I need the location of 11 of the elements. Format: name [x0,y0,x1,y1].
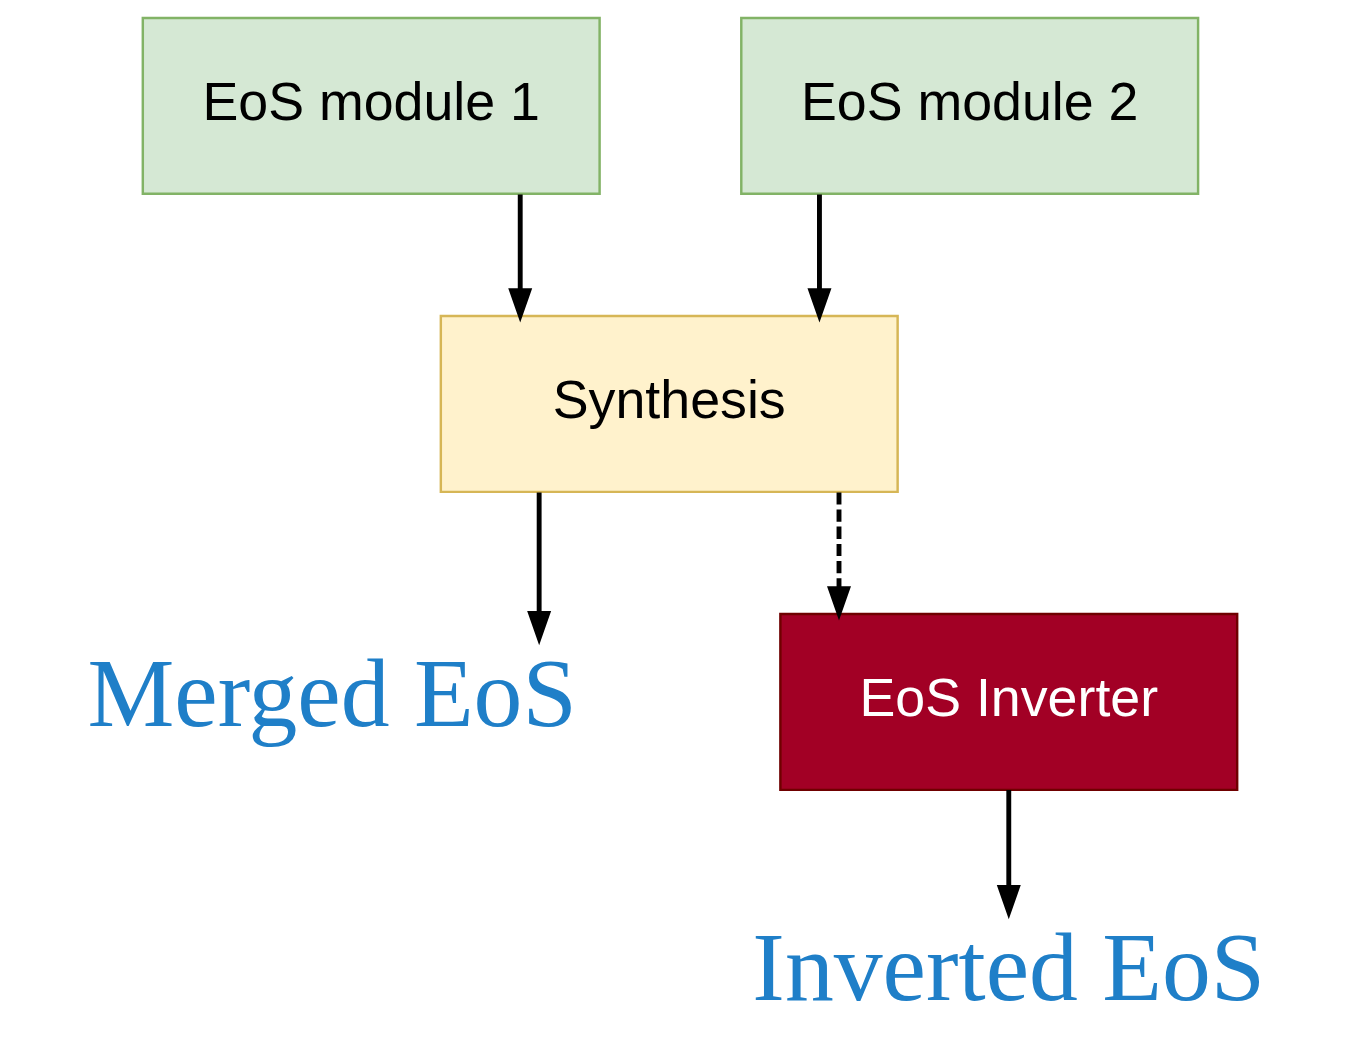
node-box: Synthesis [439,314,899,494]
arrow [996,790,1021,920]
node-box: EoS module 2 [740,16,1200,196]
node-box: EoS module 1 [141,16,601,196]
node-text: Inverted EoS [752,912,1266,1021]
arrow [508,194,533,323]
node-box: EoS Inverter [779,612,1239,792]
node-text: Merged EoS [87,639,577,748]
arrow [527,492,552,646]
arrow [827,492,851,621]
arrow [807,194,832,323]
